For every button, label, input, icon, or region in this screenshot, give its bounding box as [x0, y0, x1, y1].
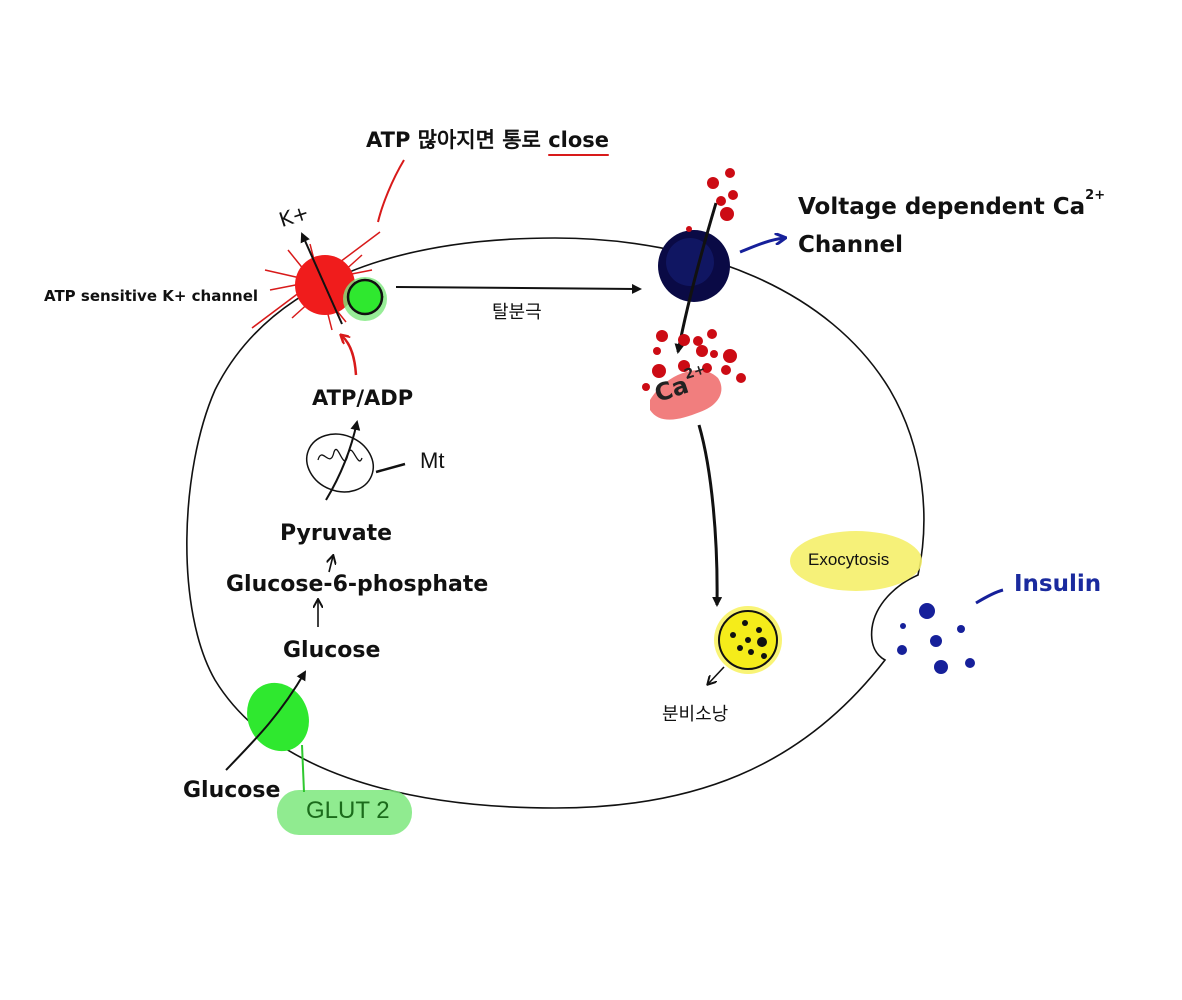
exocytosis-highlight: [790, 531, 922, 591]
g6p-label: Glucose-6-phosphate: [226, 572, 489, 597]
katp-channel-label: ATP sensitive K+ channel: [44, 287, 259, 305]
voltage-channel-text: Voltage dependent Ca: [798, 194, 1086, 220]
vesicle-pointer-arrow: [708, 666, 725, 684]
atp-to-channel-arrow: [342, 336, 358, 376]
mitochondrion-icon: [306, 433, 374, 493]
glucose-entry-arrow: [225, 670, 307, 771]
calcium-dots-outside: [686, 168, 738, 232]
exocytosis-label: Exocytosis: [808, 550, 890, 569]
depolarization-label: 탈분극: [492, 302, 542, 323]
glucose-inside-label: Glucose: [283, 638, 381, 663]
secretory-vesicle-icon: [714, 606, 782, 674]
calcium-blob: [650, 370, 722, 420]
glut2-label: GLUT 2: [306, 797, 390, 824]
insulin-dots: [897, 603, 975, 674]
secretory-vesicle-label: 분비소낭: [662, 704, 729, 725]
voltage-channel-sup: 2+: [1085, 188, 1106, 204]
ca-channel-glow: [666, 238, 714, 286]
insulin-pointer-line: [975, 588, 1004, 605]
insulin-label: Insulin: [1014, 571, 1102, 597]
atp-close-prefix: ATP 많아지면 통로: [366, 128, 541, 152]
atp-close-word: close: [548, 128, 610, 156]
mt-pointer-line: [375, 462, 406, 474]
voltage-channel-label: Voltage dependent Ca2+: [798, 188, 1105, 220]
ca-channel-pointer-arrow: [739, 238, 784, 254]
glut2-transporter-icon: [247, 682, 309, 752]
g6p-to-pyruvate-arrow: [329, 556, 333, 573]
glut2-connector: [301, 744, 305, 793]
glucose-outside-label: Glucose: [183, 778, 281, 803]
ca-influx-arrow: [674, 202, 718, 354]
depolarization-arrow: [395, 283, 642, 294]
mt-label: Mt: [420, 448, 445, 473]
atp-adp-label: ATP/ADP: [312, 386, 414, 410]
mt-to-atp-arrow: [325, 420, 361, 501]
calcium-dots-inside: [642, 329, 746, 391]
atp-close-note: ATP 많아지면 통로 close: [366, 124, 610, 156]
atp-bead: [346, 278, 384, 316]
ca-to-vesicle-arrow: [697, 424, 723, 607]
channel-label: Channel: [798, 232, 904, 258]
close-note-pointer: [377, 159, 405, 223]
pyruvate-label: Pyruvate: [280, 521, 393, 546]
k-efflux-arrow: [300, 232, 343, 325]
glut2-highlight: [277, 790, 412, 835]
